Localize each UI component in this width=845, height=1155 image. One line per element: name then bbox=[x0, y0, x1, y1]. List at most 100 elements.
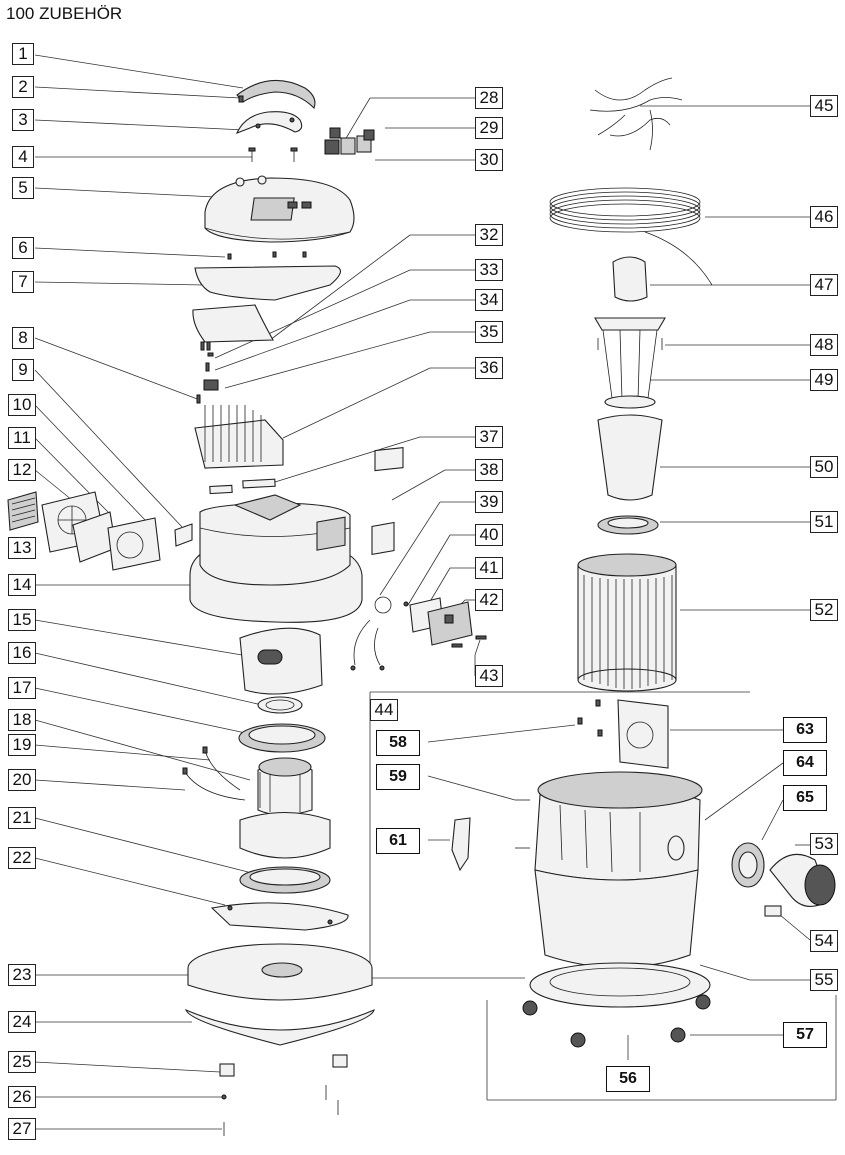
callout-11: 11 bbox=[8, 427, 36, 449]
part-55-56-57-dolly bbox=[522, 962, 711, 1048]
callout-39: 39 bbox=[475, 491, 503, 513]
callout-57: 57 bbox=[783, 1022, 827, 1048]
part-1-handle bbox=[236, 79, 316, 109]
callout-20: 20 bbox=[8, 769, 36, 791]
part-33-34-screws bbox=[200, 341, 214, 372]
part-36-heatsink bbox=[194, 405, 284, 469]
part-22-plate bbox=[210, 902, 349, 931]
callout-47: 47 bbox=[810, 274, 838, 296]
part-35-switch-block bbox=[203, 379, 219, 391]
part-3-handle-base bbox=[235, 111, 303, 134]
part-24-ring bbox=[185, 1009, 375, 1046]
callout-36: 36 bbox=[475, 357, 503, 379]
part-37-pads bbox=[209, 478, 276, 495]
part-15-duct bbox=[239, 627, 323, 695]
callout-37: 37 bbox=[475, 426, 503, 448]
callout-56: 56 bbox=[606, 1066, 650, 1092]
callout-16: 16 bbox=[8, 642, 36, 664]
callout-52: 52 bbox=[810, 599, 838, 621]
callout-3: 3 bbox=[12, 109, 34, 131]
callout-27: 27 bbox=[8, 1118, 36, 1140]
callout-8: 8 bbox=[12, 327, 34, 349]
callout-35: 35 bbox=[475, 321, 503, 343]
part-58-59-pins bbox=[515, 699, 603, 849]
callout-15: 15 bbox=[8, 609, 36, 631]
callout-14: 14 bbox=[8, 574, 36, 596]
callout-17: 17 bbox=[8, 677, 36, 699]
callout-13: 13 bbox=[8, 537, 36, 559]
part-14-upper-housing bbox=[189, 494, 363, 623]
callout-51: 51 bbox=[810, 511, 838, 533]
part-4-screws bbox=[248, 147, 298, 162]
part-47-sleeve bbox=[612, 256, 648, 302]
callout-23: 23 bbox=[8, 964, 36, 986]
callout-22: 22 bbox=[8, 847, 36, 869]
callout-29: 29 bbox=[475, 117, 503, 139]
callout-58: 58 bbox=[376, 730, 420, 756]
callout-54: 54 bbox=[810, 930, 838, 952]
part-52-cartridge-filter bbox=[577, 553, 677, 692]
callout-63: 63 bbox=[783, 717, 827, 743]
callout-10: 10 bbox=[8, 394, 36, 416]
callout-26: 26 bbox=[8, 1086, 36, 1108]
callout-7: 7 bbox=[12, 271, 34, 293]
callout-30: 30 bbox=[475, 149, 503, 171]
callout-21: 21 bbox=[8, 807, 36, 829]
part-10-11-12-filter-grille bbox=[7, 491, 161, 571]
part-45-wire-harness bbox=[589, 77, 683, 151]
callout-48: 48 bbox=[810, 334, 838, 356]
part-25-26-27-feet bbox=[219, 1054, 348, 1136]
part-46-cable-coil bbox=[549, 187, 713, 286]
callout-2: 2 bbox=[12, 76, 34, 98]
callout-40: 40 bbox=[475, 524, 503, 546]
leader-lines bbox=[34, 54, 837, 1130]
part-18-20-motor bbox=[182, 746, 331, 859]
part-32-filter-plate bbox=[192, 304, 274, 343]
part-7-cover-plate bbox=[194, 265, 341, 301]
part-13-latch bbox=[174, 523, 193, 547]
part-17-gasket bbox=[238, 723, 326, 753]
callout-59: 59 bbox=[376, 764, 420, 790]
callout-9: 9 bbox=[12, 359, 34, 381]
part-50-filter-bag bbox=[597, 414, 663, 501]
callout-24: 24 bbox=[8, 1011, 36, 1033]
callout-6: 6 bbox=[12, 237, 34, 259]
callout-43: 43 bbox=[475, 665, 503, 687]
callout-38: 38 bbox=[475, 459, 503, 481]
callout-45: 45 bbox=[810, 95, 838, 117]
part-39-fan-assembly bbox=[350, 521, 395, 671]
callout-12: 12 bbox=[8, 459, 36, 481]
part-40-41-42-board bbox=[403, 597, 473, 646]
part-6-screws bbox=[227, 251, 307, 260]
callout-33: 33 bbox=[475, 259, 503, 281]
callout-5: 5 bbox=[12, 177, 34, 199]
callout-53: 53 bbox=[810, 833, 838, 855]
part-16-ring bbox=[257, 696, 303, 714]
callout-50: 50 bbox=[810, 456, 838, 478]
part-8-screw bbox=[196, 394, 201, 404]
part-65-53-54-hose-inlet bbox=[731, 842, 836, 917]
part-51-ring bbox=[597, 515, 659, 535]
part-43-screws bbox=[451, 635, 487, 648]
callout-4: 4 bbox=[12, 146, 34, 168]
callout-49: 49 bbox=[810, 369, 838, 391]
callout-46: 46 bbox=[810, 206, 838, 228]
part-5-motor-head bbox=[204, 175, 355, 243]
part-61-clip bbox=[451, 817, 471, 872]
part-64-tank bbox=[534, 771, 703, 968]
part-2-screw bbox=[238, 95, 244, 103]
callout-42: 42 bbox=[475, 589, 503, 611]
callout-25: 25 bbox=[8, 1051, 36, 1073]
callout-34: 34 bbox=[475, 289, 503, 311]
callout-28: 28 bbox=[475, 87, 503, 109]
part-21-seal-ring bbox=[239, 866, 331, 894]
callout-44: 44 bbox=[370, 699, 398, 721]
page-title: 100 ZUBEHÖR bbox=[6, 4, 123, 23]
part-63-plate bbox=[617, 699, 669, 769]
callout-64: 64 bbox=[783, 750, 827, 776]
callout-55: 55 bbox=[810, 969, 838, 991]
part-38-clip bbox=[374, 447, 404, 472]
callout-1: 1 bbox=[12, 43, 34, 65]
callout-18: 18 bbox=[8, 709, 36, 731]
